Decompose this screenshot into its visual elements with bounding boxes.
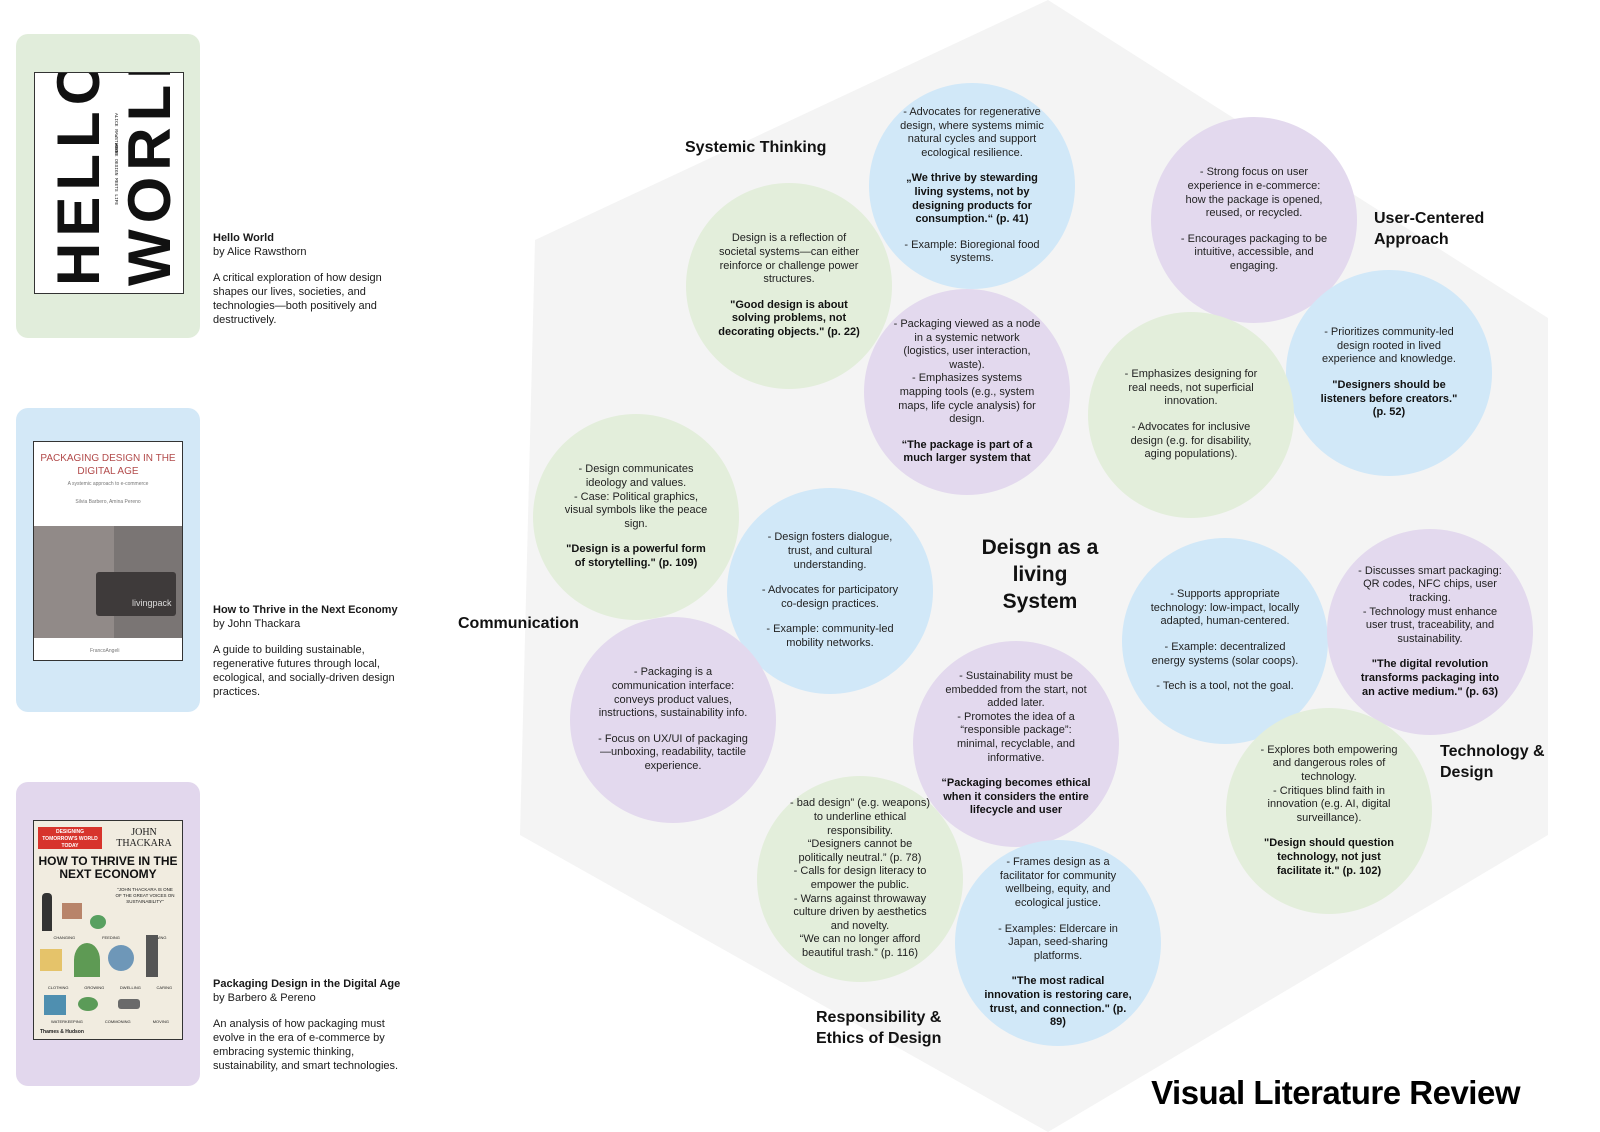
house-icon bbox=[62, 903, 82, 919]
theme-circle-green: - Design communicates ideology and value… bbox=[533, 414, 739, 620]
plant-icon bbox=[90, 915, 106, 929]
theme-circle-purple: - Discusses smart packaging: QR codes, N… bbox=[1327, 529, 1533, 735]
theme-circle-blue: - Supports appropriate technology: low-i… bbox=[1122, 538, 1328, 744]
bottles-icon bbox=[44, 995, 66, 1015]
car-icon bbox=[118, 999, 140, 1009]
circle-text: - Advocates for participatory co-design … bbox=[761, 584, 899, 610]
theme-circle-green: - Emphasizes designing for real needs, n… bbox=[1088, 312, 1294, 518]
circle-quote: "Design should question technology, not … bbox=[1264, 837, 1394, 877]
circle-quote: "The most radical innovation is restorin… bbox=[984, 975, 1132, 1029]
theme-circle-purple: - Packaging is a communication interface… bbox=[570, 617, 776, 823]
circle-quote: "Good design is about solving problems, … bbox=[718, 298, 860, 338]
theme-circle-green: Design is a reflection of societal syste… bbox=[686, 183, 892, 389]
book-info-packaging-design: Packaging Design in the Digital Age by B… bbox=[213, 977, 413, 1073]
theme-circle-blue: - Advocates for regenerative design, whe… bbox=[869, 83, 1075, 289]
circle-text: Design is a reflection of societal syste… bbox=[719, 232, 859, 286]
page-title: Visual Literature Review bbox=[1151, 1074, 1520, 1111]
book-title: Packaging Design in the Digital Age bbox=[213, 978, 401, 990]
book-author: by Barbero & Pereno bbox=[213, 992, 316, 1004]
circle-text: - Example: community-led mobility networ… bbox=[766, 623, 894, 649]
circle-text: - Example: decentralized energy systems … bbox=[1151, 641, 1299, 667]
theme-label-responsibility-ethics: Responsibility & Ethics of Design bbox=[816, 1009, 942, 1047]
cover-photo: livingpack bbox=[34, 526, 182, 638]
circle-text: - Sustainability must be embedded from t… bbox=[945, 670, 1087, 764]
circle-text: - Discusses smart packaging: QR codes, N… bbox=[1358, 564, 1502, 645]
circle-text: - Tech is a tool, not the goal. bbox=[1156, 680, 1294, 693]
circle-text: - Focus on UX/UI of packaging—unboxing, … bbox=[598, 732, 748, 772]
book-author: by John Thackara bbox=[213, 618, 301, 630]
circle-quote: “Packaging becomes ethical when it consi… bbox=[941, 777, 1091, 817]
circle-text: - bad design” (e.g. weapons) to underlin… bbox=[789, 797, 931, 959]
center-title: Deisgn as a living System bbox=[981, 536, 1099, 613]
circle-text: - Design fosters dialogue, trust, and cu… bbox=[767, 531, 893, 571]
theme-circle-purple: - Sustainability must be embedded from t… bbox=[913, 641, 1119, 847]
circle-text: - Examples: Eldercare in Japan, seed-sha… bbox=[998, 922, 1118, 962]
theme-label-systemic-thinking: Systemic Thinking bbox=[685, 139, 827, 156]
circle-text: - Example: Bioregional food systems. bbox=[904, 238, 1040, 265]
circle-text: - Packaging viewed as a node in a system… bbox=[893, 318, 1041, 426]
circle-text: - Encourages packaging to be intuitive, … bbox=[1180, 232, 1328, 272]
svg-text:HELLO: HELLO bbox=[45, 73, 112, 286]
theme-label-communication: Communication bbox=[458, 615, 579, 632]
circle-text: - Packaging is a communication interface… bbox=[598, 666, 748, 720]
book-description: A critical exploration of how design sha… bbox=[213, 272, 382, 326]
circle-text: - Prioritizes community-led design roote… bbox=[1322, 326, 1456, 366]
theme-circle-green: - bad design” (e.g. weapons) to underlin… bbox=[757, 776, 963, 982]
circle-quote: "The digital revolution transforms packa… bbox=[1360, 658, 1500, 698]
hello-world-cover-art: HELLO WORLD ALICE RAWSTHORN WHERE DESIGN… bbox=[45, 73, 183, 286]
pie-icon bbox=[108, 945, 134, 971]
theme-circle-blue: - Frames design as a facilitator for com… bbox=[955, 840, 1161, 1046]
book-info-hello-world: Hello World by Alice Rawsthorn A critica… bbox=[213, 231, 413, 327]
theme-circle-purple: - Strong focus on user experience in e-c… bbox=[1151, 117, 1357, 323]
tower-icon bbox=[146, 935, 158, 977]
circle-text: - Supports appropriate technology: low-i… bbox=[1150, 588, 1300, 628]
circle-text: - Frames design as a facilitator for com… bbox=[999, 856, 1117, 910]
circle-text: - Emphasizes designing for real needs, n… bbox=[1124, 368, 1258, 408]
theme-label-technology-design: Technology & Design bbox=[1440, 743, 1545, 781]
book-cover-hello-world: HELLO WORLD ALICE RAWSTHORN WHERE DESIGN… bbox=[34, 72, 184, 294]
svg-text:WHERE DESIGN MEETS LIFE: WHERE DESIGN MEETS LIFE bbox=[113, 143, 119, 205]
svg-text:WORLD: WORLD bbox=[116, 73, 183, 286]
book-card-hello-world[interactable]: HELLO WORLD ALICE RAWSTHORN WHERE DESIGN… bbox=[16, 34, 200, 338]
circle-quote: “The package is part of a much larger sy… bbox=[901, 438, 1033, 465]
circle-quote: „We thrive by stewarding living systems,… bbox=[906, 172, 1038, 226]
theme-circle-purple: - Packaging viewed as a node in a system… bbox=[864, 289, 1070, 495]
theme-circle-blue: - Prioritizes community-led design roote… bbox=[1286, 270, 1492, 476]
circle-text: - Explores both empowering and dangerous… bbox=[1260, 743, 1398, 824]
book-cover-packaging-design: PACKAGING DESIGN IN THE DIGITAL AGE A sy… bbox=[33, 441, 183, 661]
book-info-next-economy: How to Thrive in the Next Economy by Joh… bbox=[213, 603, 413, 699]
book-author: by Alice Rawsthorn bbox=[213, 246, 307, 258]
theme-circle-green: - Explores both empowering and dangerous… bbox=[1226, 708, 1432, 914]
circle-text: - Strong focus on user experience in e-c… bbox=[1185, 166, 1323, 220]
book-cover-next-economy: DESIGNING TOMORROW'S WORLD TODAY JOHN TH… bbox=[33, 820, 183, 1040]
circle-text: - Advocates for regenerative design, whe… bbox=[900, 106, 1044, 159]
book-card-next-economy[interactable]: DESIGNING TOMORROW'S WORLD TODAY JOHN TH… bbox=[16, 782, 200, 1086]
book-description: A guide to building sustainable, regener… bbox=[213, 644, 395, 698]
tree-icon bbox=[74, 943, 100, 977]
svg-text:ALICE RAWSTHORN: ALICE RAWSTHORN bbox=[113, 113, 119, 154]
circle-text: - Advocates for inclusive design (e.g. f… bbox=[1130, 421, 1252, 461]
theme-label-user-centered: User-Centered Approach bbox=[1374, 210, 1485, 248]
tshirt-icon bbox=[40, 949, 62, 971]
book-title: How to Thrive in the Next Economy bbox=[213, 604, 398, 616]
circle-quote: "Design is a powerful form of storytelli… bbox=[566, 543, 706, 569]
circle-text: - Design communicates ideology and value… bbox=[564, 463, 708, 530]
circle-quote: "Designers should be listeners before cr… bbox=[1320, 379, 1458, 419]
bush-icon bbox=[78, 997, 98, 1011]
person-icon bbox=[42, 893, 52, 931]
book-title: Hello World bbox=[213, 232, 274, 244]
book-card-packaging-design[interactable]: PACKAGING DESIGN IN THE DIGITAL AGE A sy… bbox=[16, 408, 200, 712]
theme-circle-blue: - Design fosters dialogue, trust, and cu… bbox=[727, 488, 933, 694]
book-description: An analysis of how packaging must evolve… bbox=[213, 1018, 399, 1072]
